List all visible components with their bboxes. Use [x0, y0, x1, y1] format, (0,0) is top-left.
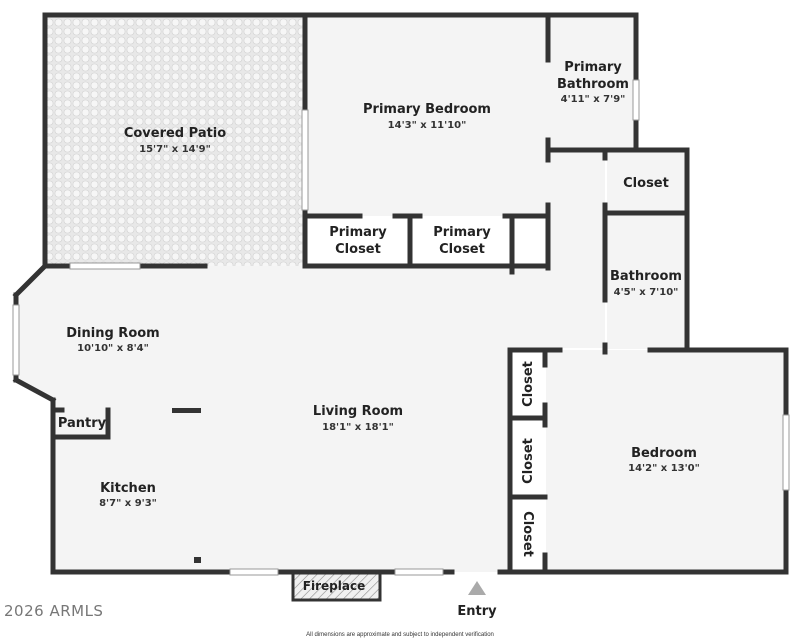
primary-closet-2-name-1: Primary — [433, 225, 491, 240]
primary-closet-1-name-1: Primary — [329, 225, 387, 240]
dining-room-dim: 10'10" x 8'4" — [77, 343, 149, 354]
window-bottom-1 — [229, 568, 279, 576]
window-patio-1 — [69, 262, 141, 270]
bedroom-floor — [546, 350, 786, 572]
walls — [12, 12, 789, 575]
counter-marker — [172, 408, 201, 413]
bedroom-name: Bedroom — [631, 446, 697, 461]
windows — [12, 79, 790, 576]
bathroom-floor — [607, 214, 687, 349]
bedroom-dim: 14'2" x 13'0" — [628, 463, 700, 474]
closet-b-name: Closet — [521, 438, 536, 484]
primary-bedroom-floor — [305, 16, 548, 216]
fireplace-name: Fireplace — [303, 579, 365, 593]
primary-bathroom-name-2: Bathroom — [557, 77, 629, 92]
living-room-name: Living Room — [313, 404, 403, 419]
bathroom-name: Bathroom — [610, 269, 682, 284]
primary-bedroom-name: Primary Bedroom — [363, 102, 491, 117]
closet-top-right-floor — [607, 150, 687, 214]
window-bay — [12, 304, 20, 376]
room-labels: Covered Patio 15'7" x 14'9" Primary Bedr… — [58, 60, 700, 619]
floor-areas — [15, 16, 786, 599]
dining-room-name: Dining Room — [66, 326, 159, 341]
primary-closet-2-name-2: Closet — [439, 242, 485, 257]
fireplace-hearth — [293, 573, 380, 599]
primary-bathroom-name-1: Primary — [564, 60, 622, 75]
pantry-name: Pantry — [58, 416, 107, 431]
covered-patio-dim: 15'7" x 14'9" — [139, 144, 211, 155]
window-primary-bath — [632, 79, 640, 121]
copyright-watermark: 2026 ARMLS — [4, 602, 104, 620]
main-floor — [15, 152, 605, 572]
column-marker — [194, 557, 201, 563]
disclaimer-text: All dimensions are approximate and subje… — [306, 632, 494, 638]
entry-label: Entry — [457, 604, 497, 619]
fireplace-frame — [291, 571, 382, 602]
covered-patio-name: Covered Patio — [124, 126, 226, 141]
kitchen-dim: 8'7" x 9'3" — [99, 498, 157, 509]
primary-bedroom-dim: 14'3" x 11'10" — [388, 120, 467, 131]
window-bedroom-right — [782, 414, 790, 491]
closet-top-right-name: Closet — [623, 176, 669, 191]
covered-patio-floor — [45, 16, 305, 266]
closet-a-name: Closet — [521, 361, 536, 407]
living-room-dim: 18'1" x 18'1" — [322, 422, 394, 433]
primary-bathroom-dim: 4'11" x 7'9" — [561, 94, 626, 105]
primary-bathroom-floor — [548, 16, 636, 150]
entry-arrow-icon — [468, 581, 486, 595]
window-primary-bedroom-left — [301, 109, 309, 211]
primary-closet-1-name-2: Closet — [335, 242, 381, 257]
kitchen-name: Kitchen — [100, 481, 156, 496]
window-bottom-2 — [394, 568, 444, 576]
bathroom-dim: 4'5" x 7'10" — [614, 287, 679, 298]
closet-c-name: Closet — [520, 511, 535, 557]
